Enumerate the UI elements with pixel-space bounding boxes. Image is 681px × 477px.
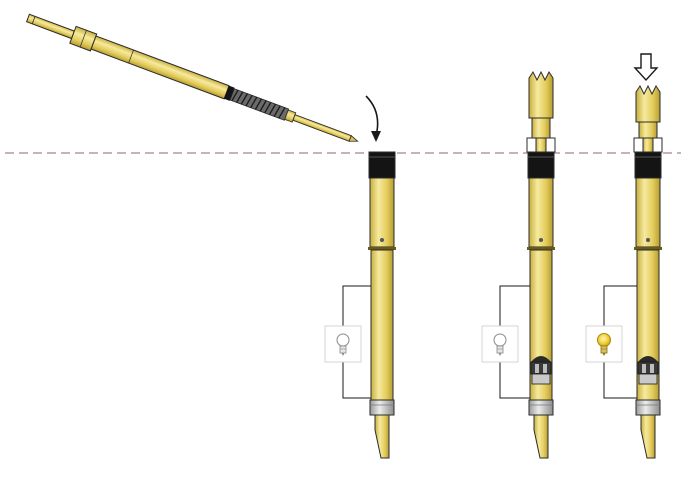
light-bulb-on-icon <box>597 333 611 356</box>
spring-contact-probe-icon <box>25 13 359 142</box>
receptacle-empty <box>324 151 396 459</box>
light-bulb-off-icon <box>493 333 507 356</box>
receptacle-probe-pressed <box>585 53 663 459</box>
internal-contact <box>637 356 659 385</box>
internal-contact <box>530 356 552 385</box>
down-arrow-icon <box>633 53 659 82</box>
light-bulb-off-icon <box>336 333 350 356</box>
probe-plunger <box>633 84 663 153</box>
probe-plunger <box>526 70 556 153</box>
curved-arrow-icon <box>365 95 381 142</box>
receptacle-probe-inserted <box>481 70 556 459</box>
